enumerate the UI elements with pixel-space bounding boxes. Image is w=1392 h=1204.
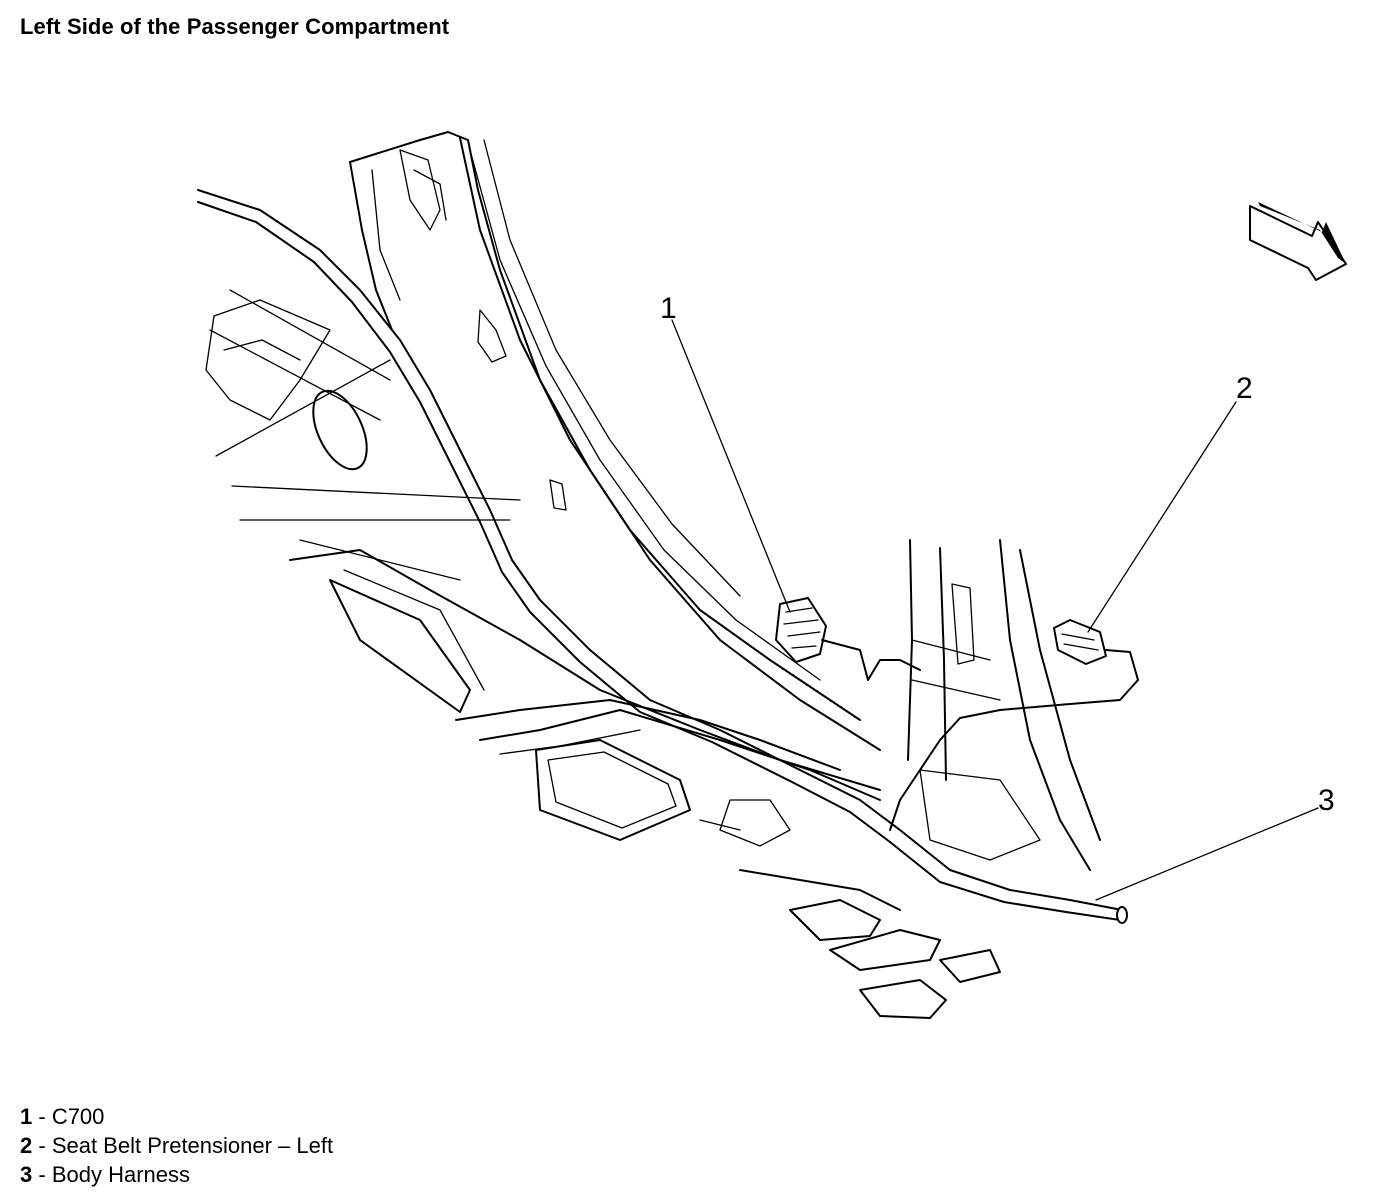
legend-number: 1 bbox=[20, 1104, 33, 1129]
wiring-diagram: 1 2 3 bbox=[197, 131, 1347, 1019]
legend-separator: - bbox=[32, 1133, 52, 1158]
callout-leaders bbox=[671, 319, 1319, 901]
callout-number-2: 2 bbox=[1236, 372, 1253, 405]
legend-item-3: 3 - Body Harness bbox=[20, 1160, 333, 1189]
callout-number-3: 3 bbox=[1318, 784, 1335, 817]
page-title: Left Side of the Passenger Compartment bbox=[20, 14, 450, 39]
legend-item-2: 2 - Seat Belt Pretensioner – Left bbox=[20, 1131, 333, 1160]
legend-separator: - bbox=[32, 1104, 52, 1129]
front-arrow-icon bbox=[1249, 202, 1347, 281]
legend-item-1: 1 - C700 bbox=[20, 1102, 333, 1131]
callout-number-1: 1 bbox=[660, 292, 677, 325]
legend-label: Seat Belt Pretensioner – Left bbox=[51, 1133, 334, 1158]
legend-number: 2 bbox=[20, 1133, 33, 1158]
legend-label: Body Harness bbox=[51, 1162, 190, 1187]
legend-separator: - bbox=[32, 1162, 52, 1187]
legend-label: C700 bbox=[51, 1104, 105, 1129]
legend-number: 3 bbox=[20, 1162, 33, 1187]
callout-legend: 1 - C700 2 - Seat Belt Pretensioner – Le… bbox=[20, 1102, 333, 1189]
body-structure bbox=[197, 131, 1139, 1019]
